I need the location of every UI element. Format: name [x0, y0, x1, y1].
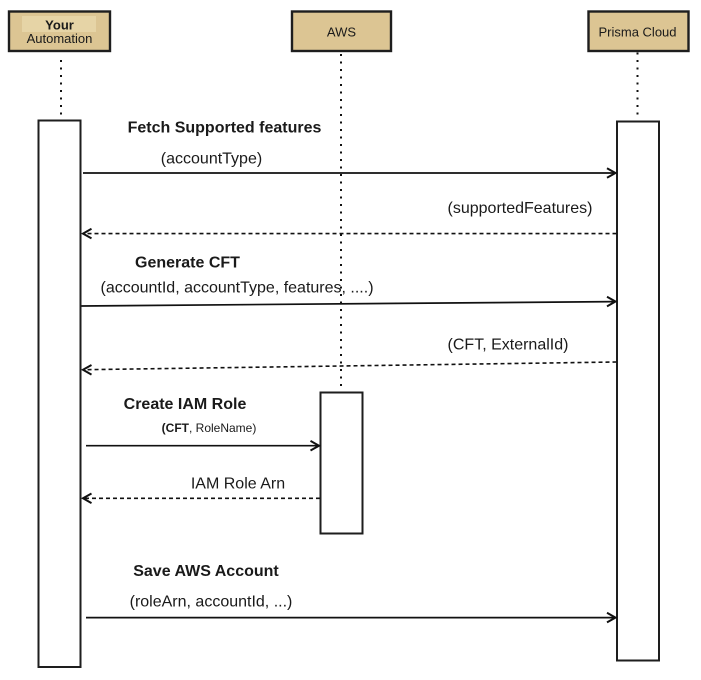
svg-text:(accountType): (accountType): [161, 151, 262, 168]
svg-text:Prisma Cloud: Prisma Cloud: [598, 25, 676, 40]
svg-text:Your: Your: [45, 18, 74, 33]
svg-text:AWS: AWS: [327, 25, 356, 40]
svg-text:Generate CFT: Generate CFT: [135, 255, 240, 272]
svg-text:Fetch Supported features: Fetch Supported features: [128, 120, 322, 137]
svg-text:(roleArn, accountId, ...): (roleArn, accountId, ...): [130, 594, 293, 611]
svg-text:(supportedFeatures): (supportedFeatures): [448, 200, 593, 217]
svg-text:Automation: Automation: [27, 31, 93, 46]
svg-text:IAM Role Arn: IAM Role Arn: [191, 476, 285, 493]
svg-text:Save AWS Account: Save AWS Account: [133, 563, 279, 580]
svg-text:(CFT, RoleName): (CFT, RoleName): [162, 421, 257, 435]
svg-text:Create IAM Role: Create IAM Role: [124, 396, 247, 413]
svg-text:(CFT, ExternalId): (CFT, ExternalId): [448, 337, 569, 354]
svg-text:(accountId, accountType, featu: (accountId, accountType, features, ....): [100, 280, 373, 297]
